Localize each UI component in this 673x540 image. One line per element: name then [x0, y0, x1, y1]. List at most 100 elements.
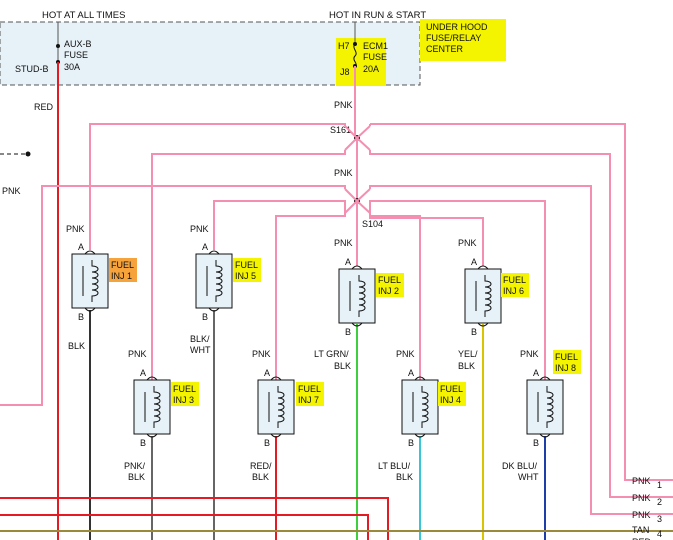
- wire-pnk-pin1: [370, 123, 673, 481]
- connector-wire-color-5: RED: [632, 537, 652, 540]
- pin-a-notch-inj-2: [351, 265, 363, 270]
- aux-fuse-label-1: AUX-B: [64, 39, 92, 49]
- s161-branch-down-left: [344, 137, 358, 151]
- s161-branch-down-right: [356, 137, 371, 151]
- blk-wht-label-2: WHT: [190, 345, 211, 355]
- injector-number-inj-2: INJ 2: [378, 286, 399, 296]
- pin-b-notch-inj-2: [351, 322, 363, 327]
- coil-icon-inj-5: [215, 260, 223, 302]
- s104-label: S104: [362, 219, 383, 229]
- connector-pin-3: 3: [657, 514, 662, 524]
- injector-number-inj-8: INJ 8: [555, 363, 576, 373]
- injector-body-inj-2: [338, 268, 376, 324]
- pin-a-label-inj-4: A: [408, 368, 414, 378]
- relay-center-highlight: [420, 19, 506, 61]
- ecm-pin-h7: H7: [338, 41, 350, 51]
- injector-name-inj-7: FUEL: [298, 384, 321, 394]
- injector-number-inj-4: INJ 4: [440, 395, 461, 405]
- pin-a-notch-inj-6: [477, 265, 489, 270]
- yel-label-2: BLK: [458, 361, 475, 371]
- s104-branch-down-right: [356, 200, 371, 214]
- pnk-s104-label: PNK: [334, 238, 353, 248]
- pin-b-notch-inj-1: [84, 307, 96, 312]
- lt-grn-label-2: BLK: [334, 361, 351, 371]
- pin-a-notch-inj-8: [539, 376, 551, 381]
- pin-b-label-inj-4: B: [408, 438, 414, 448]
- hot-at-all-times-label: HOT AT ALL TIMES: [42, 10, 125, 21]
- coil-icon-inj-1: [91, 260, 99, 302]
- injector-label-highlight-inj-4: [438, 382, 466, 406]
- pin-a-label-inj-8: A: [533, 368, 539, 378]
- coil-icon-inj-4: [421, 386, 429, 428]
- injector-number-inj-1: INJ 1: [111, 271, 132, 281]
- wire-pnk-inj8: [369, 200, 546, 380]
- pin-b-label-inj-6: B: [471, 327, 477, 337]
- s161-label: S161: [330, 125, 351, 135]
- aux-fuse-dot-top: [56, 44, 60, 48]
- pin-b-notch-inj-3: [146, 433, 158, 438]
- injector-number-inj-3: INJ 3: [173, 395, 194, 405]
- ecm-fuse-label-3: 20A: [363, 64, 379, 74]
- lt-blu-label-1: LT BLU/: [378, 461, 411, 471]
- injector-body-inj-5: [195, 253, 233, 309]
- relay-center-label-line2: FUSE/RELAY: [426, 33, 481, 43]
- wire-pnk-pin3: [369, 185, 673, 515]
- pin-b-label-inj-7: B: [264, 438, 270, 448]
- wire-pnk-pin2: [369, 150, 673, 498]
- pin-a-label-inj-2: A: [345, 257, 351, 267]
- blk-wht-label-1: BLK/: [190, 334, 210, 344]
- dk-blu-label-2: WHT: [518, 472, 539, 482]
- pnk-mid-label: PNK: [334, 168, 353, 178]
- pnk-inj8-label: PNK: [520, 349, 539, 359]
- ecm-pin-j8: J8: [340, 67, 350, 77]
- connector-pin-4: 4: [657, 529, 662, 539]
- pin-a-notch-inj-5: [208, 250, 220, 255]
- injector-name-inj-3: FUEL: [173, 384, 196, 394]
- connector-wire-color-3: PNK: [632, 510, 651, 520]
- connector-wire-color-2: PNK: [632, 493, 651, 503]
- pnk-inj7-label: PNK: [252, 349, 271, 359]
- yel-label-1: YEL/: [458, 349, 478, 359]
- pnk-top-label: PNK: [334, 100, 353, 110]
- injector-body-inj-4: [401, 379, 439, 435]
- stud-b-label: STUD-B: [15, 64, 49, 74]
- injector-number-inj-6: INJ 6: [503, 286, 524, 296]
- connector-pin-1: 1: [657, 480, 662, 490]
- red-harness-wire-2: [0, 514, 369, 540]
- injector-body-inj-6: [464, 268, 502, 324]
- red-blk-label-2: BLK: [252, 472, 269, 482]
- ecm-fuse-dot-top: [353, 42, 357, 46]
- pin-b-notch-inj-8: [539, 433, 551, 438]
- coil-icon-inj-8: [546, 386, 554, 428]
- injector-label-highlight-inj-7: [296, 382, 324, 406]
- wire-pnk-inj5: [213, 200, 346, 250]
- connector-wire-color-4: TAN: [632, 525, 649, 535]
- injector-name-inj-2: FUEL: [378, 275, 401, 285]
- lt-grn-label-1: LT GRN/: [314, 349, 349, 359]
- relay-center-label-line3: CENTER: [426, 44, 464, 54]
- coil-icon-inj-2: [358, 275, 366, 317]
- ecm-fuse-highlight: [336, 38, 386, 86]
- coil-icon-inj-7: [277, 386, 285, 428]
- injector-name-inj-5: FUEL: [235, 260, 258, 270]
- coil-icon-inj-6: [484, 275, 492, 317]
- pnk-inj6-label: PNK: [458, 238, 477, 248]
- pin-a-notch-inj-1: [84, 250, 96, 255]
- relay-center-label-line1: UNDER HOOD: [426, 22, 488, 32]
- lt-blu-label-2: BLK: [396, 472, 413, 482]
- pin-a-label-inj-5: A: [202, 242, 208, 252]
- s104-branch-down-left: [344, 200, 358, 214]
- injector-body-inj-8: [526, 379, 564, 435]
- pin-b-notch-inj-4: [414, 433, 426, 438]
- red-harness-wire: [0, 497, 389, 540]
- injector-number-inj-5: INJ 5: [235, 271, 256, 281]
- aux-fuse-label-2: FUSE: [64, 50, 88, 60]
- wire-pnk-inj7: [275, 213, 346, 380]
- pnk-inj3-label: PNK: [128, 349, 147, 359]
- injector-body-inj-3: [133, 379, 171, 435]
- pin-a-label-inj-7: A: [264, 368, 270, 378]
- wire-pnk-left: [0, 185, 346, 406]
- pin-b-notch-inj-7: [270, 433, 282, 438]
- blk-label: BLK: [68, 341, 85, 351]
